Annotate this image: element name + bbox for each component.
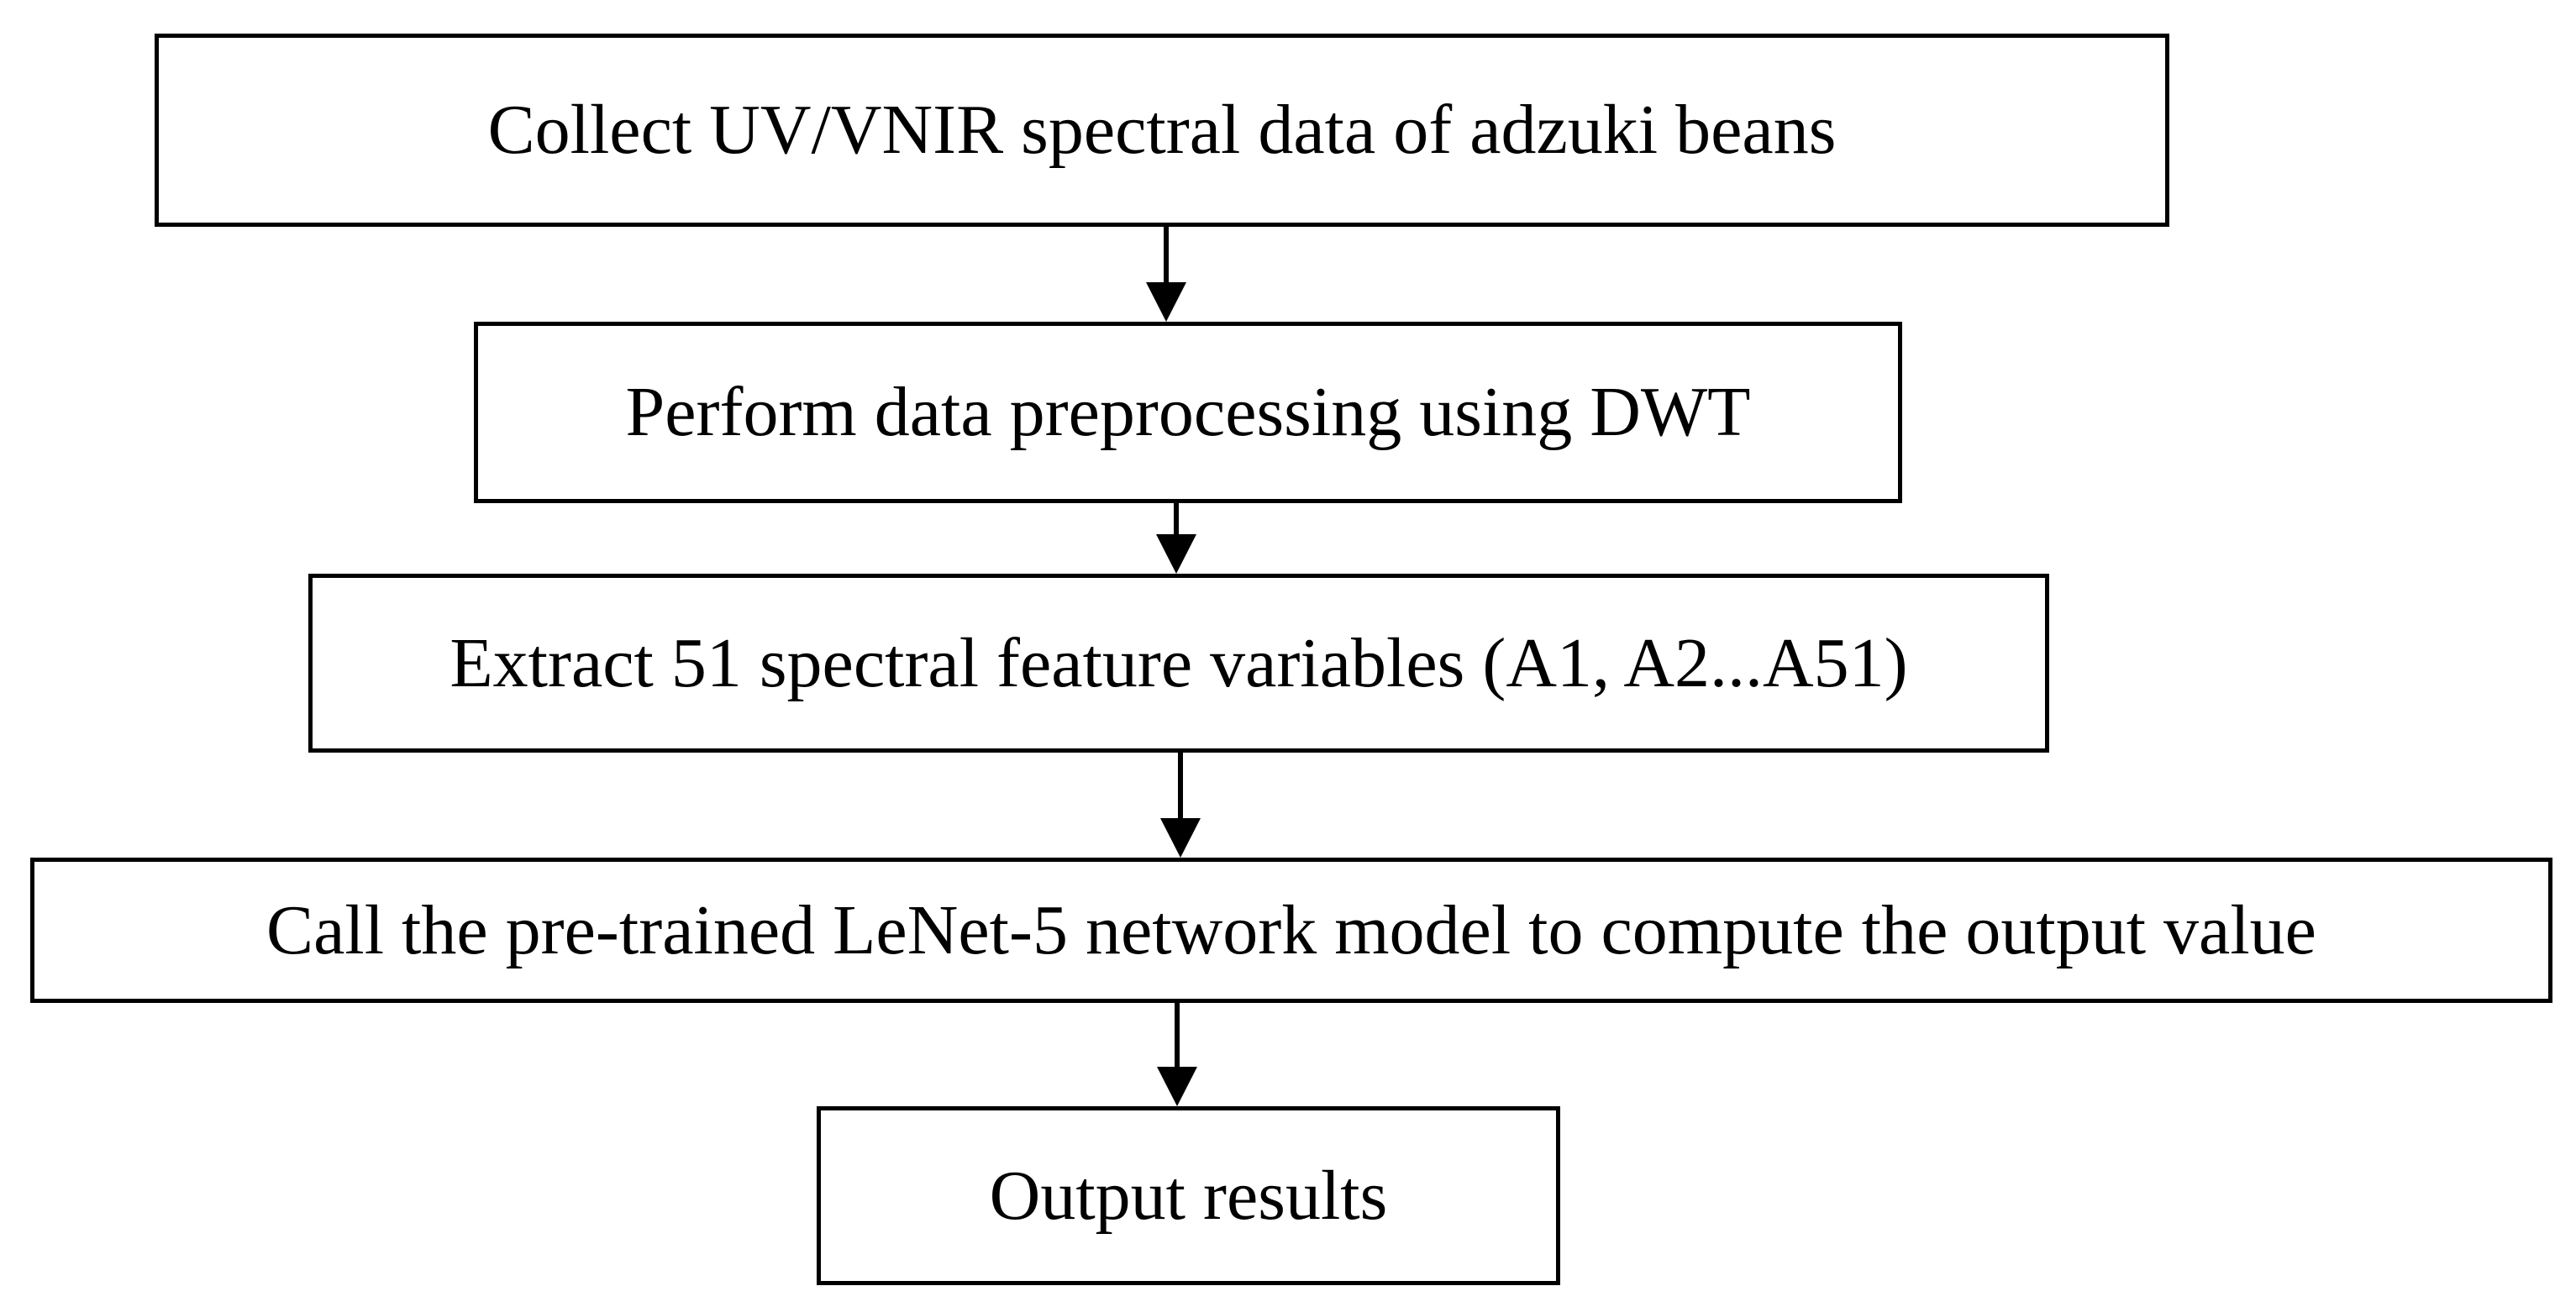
arrow-3-to-4 xyxy=(1160,753,1201,858)
step-label: Extract 51 spectral feature variables (A… xyxy=(449,623,1908,702)
step-label: Output results xyxy=(989,1156,1388,1235)
step-output-results: Output results xyxy=(817,1106,1560,1285)
step-call-lenet5-model: Call the pre-trained LeNet-5 network mod… xyxy=(30,858,2552,1003)
step-label: Perform data preprocessing using DWT xyxy=(625,373,1751,451)
arrow-2-to-3 xyxy=(1156,503,1196,574)
step-label: Collect UV/VNIR spectral data of adzuki … xyxy=(487,91,1837,169)
arrow-4-to-5 xyxy=(1157,1003,1197,1106)
arrow-1-to-2 xyxy=(1146,227,1186,322)
step-collect-spectral-data: Collect UV/VNIR spectral data of adzuki … xyxy=(155,34,2169,227)
step-label: Call the pre-trained LeNet-5 network mod… xyxy=(266,890,2316,969)
step-dwt-preprocessing: Perform data preprocessing using DWT xyxy=(474,322,1902,503)
step-extract-features: Extract 51 spectral feature variables (A… xyxy=(308,574,2049,753)
